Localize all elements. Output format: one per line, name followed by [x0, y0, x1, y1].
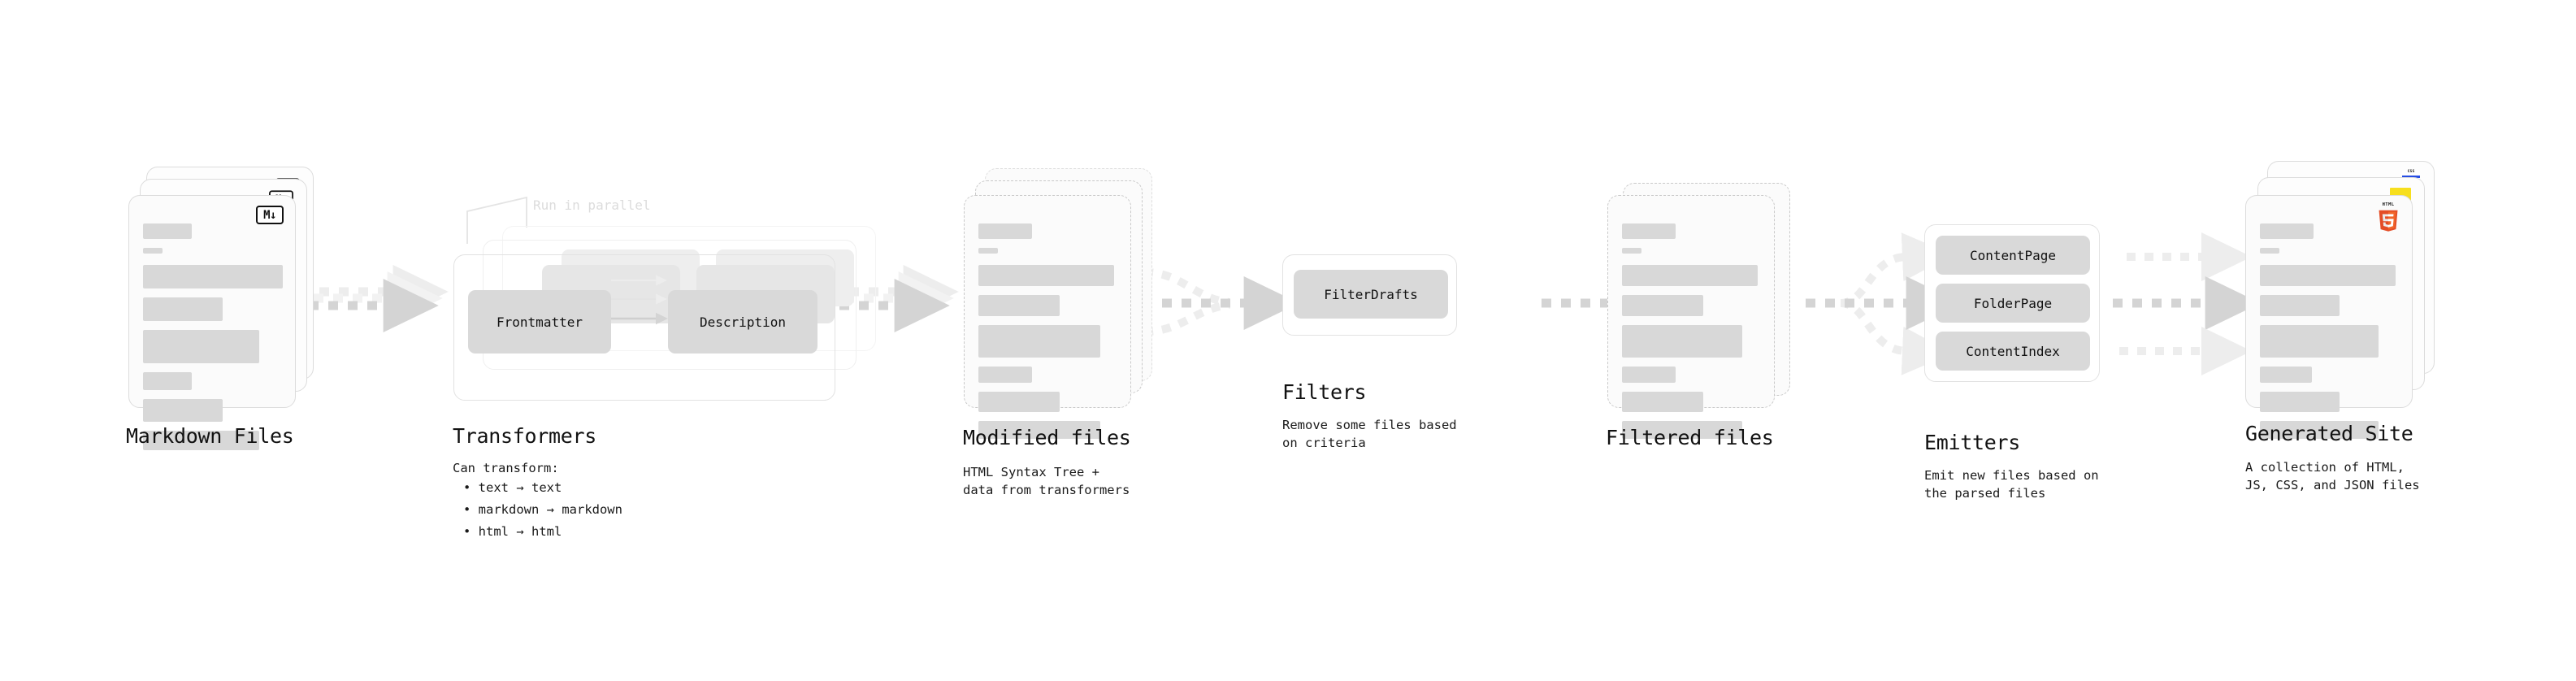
- skeleton-bar: [978, 421, 1100, 439]
- modified-file-card-front[interactable]: [964, 195, 1131, 439]
- skeleton-bar: [1622, 295, 1703, 316]
- skeleton-bar: [978, 325, 1100, 358]
- skeleton-bar: [2260, 295, 2340, 316]
- skeleton-bar: [1622, 248, 1641, 254]
- filters-subtitle: Remove some files based on criteria: [1282, 418, 1457, 450]
- emitter-pill-contentindex[interactable]: ContentIndex: [1936, 332, 2090, 371]
- skeleton-bar: [978, 248, 998, 254]
- arrow-markdown-to-transformers: [309, 265, 449, 332]
- file-content-skeleton: [978, 223, 1118, 448]
- site-file-card-html[interactable]: HTML: [2245, 195, 2413, 439]
- filtered-file-card-front[interactable]: [1607, 195, 1775, 439]
- skeleton-bar: [143, 372, 192, 390]
- transformer-pill-description[interactable]: Description: [668, 290, 817, 354]
- stage-caption-emitters: Emitters: [1924, 431, 2021, 454]
- arrow-emitters-to-site: [2113, 232, 2261, 375]
- markdown-icon: M↓: [256, 206, 284, 224]
- skeleton-bar: [2260, 421, 2379, 439]
- skeleton-bar: [1622, 421, 1742, 439]
- skeleton-bar: [143, 223, 192, 239]
- html5-icon: HTML: [2376, 202, 2400, 232]
- emitter-pill-contentpage[interactable]: ContentPage: [1936, 236, 2090, 275]
- stage-caption-filters: Filters: [1282, 380, 1367, 404]
- skeleton-bar: [1622, 367, 1676, 383]
- skeleton-bar: [1622, 325, 1742, 358]
- transformer-inner-arrows: [611, 275, 668, 325]
- skeleton-bar: [1622, 223, 1676, 239]
- filters-box[interactable]: FilterDrafts: [1282, 254, 1457, 336]
- modified-files-subtitle: HTML Syntax Tree + data from transformer…: [963, 465, 1130, 497]
- filter-pill-filterdrafts[interactable]: FilterDrafts: [1294, 270, 1448, 319]
- skeleton-bar: [2260, 325, 2379, 358]
- skeleton-bar: [1622, 392, 1703, 412]
- skeleton-bar: [978, 367, 1032, 383]
- markdown-file-card-front[interactable]: M↓: [128, 195, 296, 450]
- skeleton-bar: [978, 392, 1060, 412]
- transformers-subtitle: Can transform:: [453, 461, 559, 475]
- skeleton-bar: [143, 431, 259, 450]
- skeleton-bar: [2260, 392, 2340, 412]
- transformer-pill-frontmatter[interactable]: Frontmatter: [468, 290, 611, 354]
- transformers-bullet-0: • text → text: [463, 480, 562, 495]
- stage-caption-filtered-files: Filtered files: [1606, 426, 1774, 449]
- transformers-bullet-1: • markdown → markdown: [463, 502, 622, 517]
- generated-site-subtitle: A collection of HTML, JS, CSS, and JSON …: [2245, 460, 2420, 492]
- skeleton-bar: [978, 223, 1032, 239]
- file-content-skeleton: [143, 223, 283, 459]
- run-in-parallel-label: Run in parallel: [533, 197, 651, 213]
- skeleton-bar: [143, 297, 223, 321]
- stage-caption-transformers: Transformers: [453, 424, 597, 448]
- stage-caption-markdown-files: Markdown Files: [126, 424, 294, 448]
- skeleton-bar: [143, 248, 163, 254]
- skeleton-bar: [143, 330, 259, 363]
- stage-caption-generated-site: Generated Site: [2245, 422, 2413, 445]
- emitter-pill-folderpage[interactable]: FolderPage: [1936, 284, 2090, 323]
- skeleton-bar: [2260, 367, 2312, 383]
- skeleton-bar: [143, 265, 283, 288]
- file-content-skeleton: [1622, 223, 1762, 448]
- skeleton-bar: [2260, 248, 2279, 254]
- skeleton-bar: [978, 265, 1114, 286]
- skeleton-bar: [2260, 265, 2396, 286]
- emitters-box[interactable]: ContentPage FolderPage ContentIndex: [1924, 224, 2100, 382]
- transformer-box-front[interactable]: Frontmatter Description: [453, 254, 835, 401]
- skeleton-bar: [1622, 265, 1758, 286]
- arrow-filtered-to-emitters: [1806, 232, 1962, 375]
- file-content-skeleton: [2260, 223, 2400, 448]
- skeleton-bar: [978, 295, 1060, 316]
- stage-caption-modified-files: Modified files: [963, 426, 1131, 449]
- transformers-bullet-2: • html → html: [463, 524, 562, 539]
- skeleton-bar: [143, 399, 223, 422]
- emitters-subtitle: Emit new files based on the parsed files: [1924, 468, 2099, 501]
- arrow-modified-to-filters: [1143, 268, 1299, 336]
- skeleton-bar: [2260, 223, 2314, 239]
